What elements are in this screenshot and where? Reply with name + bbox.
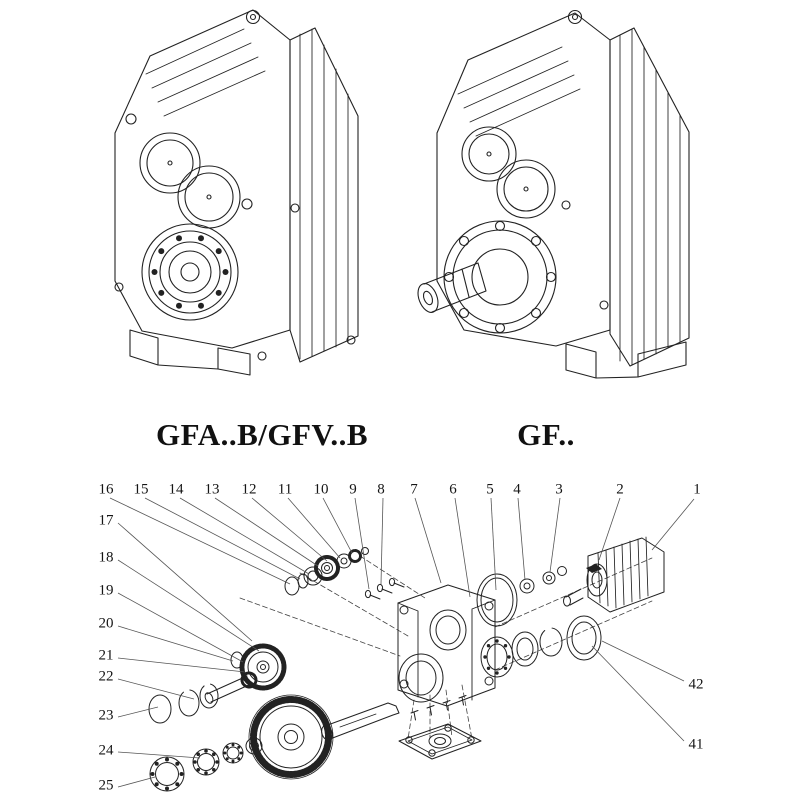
leader-lines — [109, 497, 695, 788]
exploded-upper-shaft-parts — [284, 547, 369, 596]
exploded-output-gear-shaft — [248, 694, 400, 780]
exploded-upper-bolts — [364, 577, 405, 600]
exploded-intermediate-gear-set — [204, 643, 287, 704]
lifting-eye-hole — [567, 9, 583, 25]
assembly-axis-lines — [239, 555, 653, 740]
exploded-plate-bolts — [410, 695, 467, 721]
exploded-input-rings — [476, 566, 602, 678]
gearbox-drawing-gfab-gfvb — [114, 9, 359, 376]
model-label-gfab-gfvb: GFA..B/GFV..B — [155, 417, 369, 452]
exploded-gear-housing — [397, 584, 496, 707]
gearbox-drawing-gf — [417, 9, 690, 379]
exploded-view-diagram — [148, 536, 665, 792]
output-shaft — [417, 262, 487, 313]
bearing-balls — [151, 235, 229, 309]
model-label-gf: GF.. — [517, 417, 575, 452]
exploded-input-motor-unit — [563, 536, 665, 613]
exploded-bearings-and-rings — [148, 683, 263, 792]
exploded-cover-plate — [398, 695, 482, 760]
